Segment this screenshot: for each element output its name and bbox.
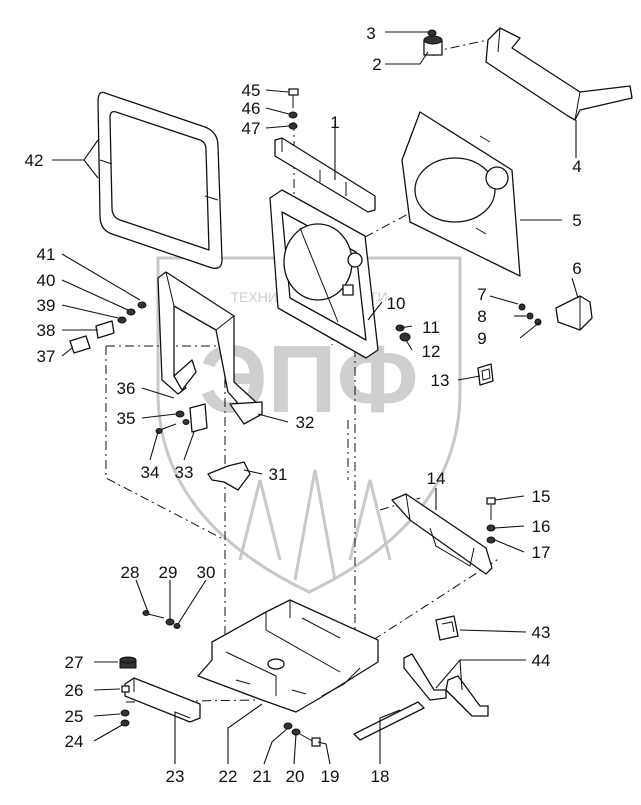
- callout-34: 34: [141, 463, 160, 482]
- callout-16: 16: [532, 517, 551, 536]
- callout-19: 19: [321, 767, 340, 786]
- callout-32: 32: [296, 413, 315, 432]
- callout-9: 9: [477, 329, 486, 348]
- callout-24: 24: [65, 732, 84, 751]
- cover-plate-part: [401, 111, 521, 277]
- callout-39: 39: [37, 296, 56, 315]
- callout-22: 22: [219, 767, 238, 786]
- callout-40: 40: [37, 271, 56, 290]
- callout-46: 46: [242, 99, 261, 118]
- side-plate-14: [391, 493, 496, 575]
- washer-nut-11-12: [395, 324, 411, 342]
- callout-13: 13: [431, 371, 450, 390]
- callout-4: 4: [572, 157, 581, 176]
- callout-44: 44: [532, 651, 551, 670]
- callout-33: 33: [175, 463, 194, 482]
- long-bracket-part: [485, 27, 633, 121]
- callout-15: 15: [532, 487, 551, 506]
- bracket-23-part: [119, 656, 201, 727]
- bar-18-part: [353, 701, 425, 741]
- bolt-45: [288, 88, 299, 130]
- callout-36: 36: [117, 379, 136, 398]
- callout-labels: 3 2 4 5 6 7 8 9 10 11 12 13 14 15 16 17 …: [25, 24, 582, 786]
- rubber-mount-part: [423, 29, 443, 56]
- callout-29: 29: [159, 563, 178, 582]
- callout-1: 1: [330, 113, 339, 132]
- base-plate-22: [197, 599, 379, 713]
- callout-14: 14: [427, 469, 446, 488]
- callout-37: 37: [37, 347, 56, 366]
- radiator-frame-part: [269, 189, 379, 359]
- callout-28: 28: [121, 563, 140, 582]
- callout-2: 2: [372, 55, 381, 74]
- callout-43: 43: [532, 623, 551, 642]
- callout-30: 30: [197, 563, 216, 582]
- left-support-assembly: [157, 271, 263, 425]
- pad-13-part: [477, 363, 494, 386]
- callout-41: 41: [37, 245, 56, 264]
- fasteners-28-30: [142, 610, 181, 629]
- callout-11: 11: [422, 318, 440, 337]
- callout-7: 7: [477, 285, 486, 304]
- callout-42: 42: [25, 151, 44, 170]
- leader-lines: [52, 31, 579, 765]
- fasteners-33-35: [155, 403, 208, 434]
- callout-38: 38: [37, 321, 56, 340]
- fasteners-19-21: [283, 722, 321, 747]
- callout-25: 25: [65, 707, 84, 726]
- clip-43-part: [435, 615, 459, 641]
- callout-23: 23: [166, 767, 185, 786]
- callout-8: 8: [477, 307, 486, 326]
- callout-20: 20: [286, 767, 305, 786]
- callout-26: 26: [65, 681, 84, 700]
- callout-17: 17: [532, 543, 551, 562]
- callout-31: 31: [269, 465, 288, 484]
- small-bracket-part: [274, 137, 376, 213]
- watermark-shield: ТЕХНИКА И ЗАПЧАСТИ ЭПФ: [156, 256, 462, 594]
- callout-47: 47: [242, 119, 261, 138]
- watermark-letters: ЭПФ: [199, 326, 418, 433]
- angle-bracket-6: [518, 295, 593, 331]
- callout-6: 6: [572, 259, 581, 278]
- bushings-37-41: [69, 301, 147, 354]
- callout-35: 35: [117, 409, 136, 428]
- callout-45: 45: [242, 81, 261, 100]
- callout-10: 10: [387, 294, 406, 313]
- callout-21: 21: [253, 767, 272, 786]
- callout-12: 12: [422, 342, 441, 361]
- seal-frame-part: [97, 91, 223, 269]
- callout-27: 27: [65, 653, 84, 672]
- bracket-31-part: [207, 461, 251, 491]
- callout-5: 5: [572, 211, 581, 230]
- callout-3: 3: [366, 24, 375, 43]
- callout-18: 18: [371, 767, 390, 786]
